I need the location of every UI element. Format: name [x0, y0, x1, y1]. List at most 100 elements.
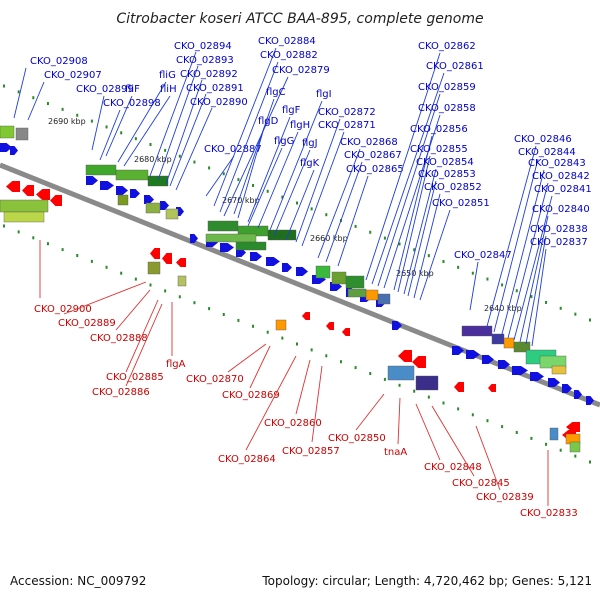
leader-line [115, 289, 151, 331]
gene-label[interactable]: CKO_02865 [346, 164, 404, 175]
track-dot [339, 360, 342, 364]
gene-label[interactable]: CKO_02838 [530, 224, 588, 235]
gene-label[interactable]: CKO_02886 [92, 387, 150, 398]
gene-label[interactable]: fliG [159, 70, 176, 81]
forward-gene-arrow [144, 195, 154, 204]
gene-label[interactable]: CKO_02833 [520, 508, 578, 519]
track-dot [61, 248, 64, 252]
gene-label[interactable]: CKO_02843 [528, 158, 586, 169]
gene-label[interactable]: CKO_02856 [410, 124, 468, 135]
gene-label[interactable]: flgG [274, 136, 294, 147]
gene-label[interactable]: CKO_02892 [180, 69, 238, 80]
gene-feature-box [387, 365, 415, 381]
gene-label[interactable]: CKO_02894 [174, 41, 232, 52]
gene-label[interactable]: CKO_02891 [186, 83, 244, 94]
gene-label[interactable]: CKO_02837 [530, 237, 588, 248]
gene-label[interactable]: CKO_02867 [344, 150, 402, 161]
gene-label[interactable]: CKO_02893 [176, 55, 234, 66]
gene-label[interactable]: CKO_02851 [432, 198, 490, 209]
gene-label[interactable]: CKO_02840 [532, 204, 590, 215]
gene-feature-box [569, 441, 581, 453]
gene-feature-box [205, 233, 257, 243]
leader-line [301, 131, 345, 247]
gene-label[interactable]: CKO_02900 [34, 304, 92, 315]
leader-line [149, 51, 197, 177]
gene-label[interactable]: CKO_02853 [418, 169, 476, 180]
gene-label[interactable]: CKO_02847 [454, 250, 512, 261]
gene-label[interactable]: CKO_02860 [264, 418, 322, 429]
gene-label[interactable]: CKO_02879 [272, 65, 330, 76]
gene-label[interactable]: CKO_02852 [424, 182, 482, 193]
gene-label[interactable]: CKO_02869 [222, 390, 280, 401]
gene-label[interactable]: CKO_02862 [418, 41, 476, 52]
gene-label[interactable]: fliF [125, 84, 140, 95]
gene-label[interactable]: CKO_02846 [514, 134, 572, 145]
gene-label[interactable]: CKO_02908 [30, 56, 88, 67]
gene-label[interactable]: CKO_02898 [103, 98, 161, 109]
gene-label[interactable]: CKO_02871 [318, 120, 376, 131]
forward-gene-arrow [220, 243, 234, 252]
gene-label[interactable]: CKO_02884 [258, 36, 316, 47]
leader-line [365, 52, 441, 281]
gene-label[interactable]: CKO_02890 [190, 97, 248, 108]
gene-label[interactable]: CKO_02870 [186, 374, 244, 385]
leader-line [273, 149, 311, 237]
track-dot [3, 84, 5, 88]
forward-gene-arrow [548, 378, 560, 387]
gene-label[interactable]: flgH [290, 120, 310, 131]
gene-label[interactable]: CKO_02888 [90, 333, 148, 344]
leader-line [403, 168, 437, 295]
gene-label[interactable]: CKO_02887 [204, 144, 262, 155]
gene-label[interactable]: flgK [300, 158, 320, 169]
gene-label[interactable]: CKO_02844 [518, 147, 576, 158]
gene-label[interactable]: CKO_02885 [106, 372, 164, 383]
gene-label[interactable]: CKO_02859 [418, 82, 476, 93]
gene-label[interactable]: CKO_02842 [532, 171, 590, 182]
gene-track [0, 125, 594, 453]
gene-label[interactable]: CKO_02841 [534, 184, 592, 195]
track-dot [369, 372, 372, 375]
reverse-gene-arrow [566, 422, 580, 432]
leader-line [415, 403, 441, 461]
gene-label[interactable]: CKO_02907 [44, 70, 102, 81]
gene-label[interactable]: tnaA [384, 447, 407, 458]
gene-label[interactable]: CKO_02848 [424, 462, 482, 473]
gene-label[interactable]: flgD [258, 116, 279, 127]
gene-label[interactable]: CKO_02850 [328, 433, 386, 444]
forward-gene-arrow [100, 181, 114, 190]
gene-label[interactable]: CKO_02882 [260, 50, 318, 61]
gene-feature-box [0, 199, 49, 213]
gene-label[interactable]: CKO_02839 [476, 492, 534, 503]
gene-feature-box [165, 208, 179, 220]
track-dot [545, 300, 548, 304]
forward-gene-arrow [530, 372, 544, 381]
leader-line [169, 93, 207, 187]
reverse-gene-arrow [326, 322, 334, 330]
gene-label[interactable]: flgC [266, 87, 286, 98]
gene-label[interactable]: CKO_02889 [58, 318, 116, 329]
gene-label[interactable]: CKO_02872 [318, 107, 376, 118]
gene-label[interactable]: CKO_02868 [340, 137, 398, 148]
gene-label[interactable]: flgF [282, 105, 301, 116]
leader-line [249, 345, 271, 389]
gene-label[interactable]: CKO_02858 [418, 103, 476, 114]
gene-label[interactable]: flgA [166, 359, 186, 370]
gene-label[interactable]: CKO_02864 [218, 454, 276, 465]
gene-label[interactable]: flgJ [302, 138, 318, 149]
gene-label[interactable]: fliH [160, 84, 177, 95]
gene-label[interactable]: CKO_02857 [282, 446, 340, 457]
reverse-gene-arrow [36, 189, 50, 200]
gene-label[interactable]: CKO_02854 [416, 157, 474, 168]
gene-label[interactable]: flgI [316, 89, 332, 100]
gene-feature-box [267, 229, 297, 241]
gene-label[interactable]: CKO_02899 [76, 84, 134, 95]
forward-gene-arrow [296, 267, 308, 276]
gene-label[interactable]: CKO_02861 [426, 61, 484, 72]
gene-label[interactable]: CKO_02845 [452, 478, 510, 489]
track-dot [530, 436, 533, 440]
gene-label[interactable]: CKO_02855 [410, 144, 468, 155]
tick-label: 2670 kbp [222, 196, 260, 205]
track-dot [383, 236, 386, 240]
